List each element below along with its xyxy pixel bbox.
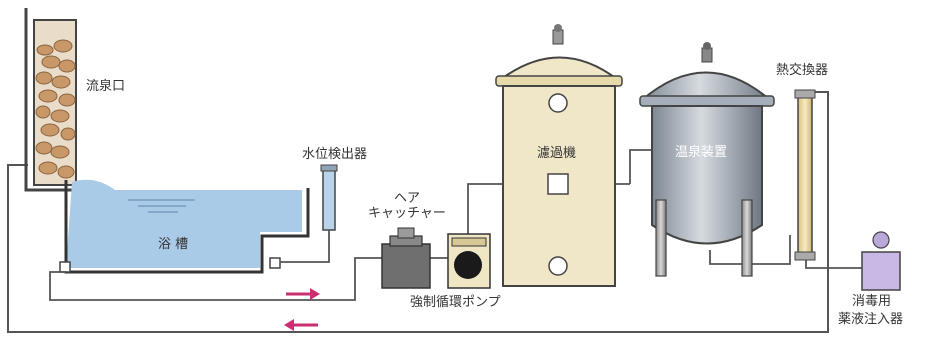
outlet-port (269, 257, 281, 269)
hair-catcher-label-line2: キャッチャー (368, 206, 446, 221)
hot-spring-device (639, 42, 775, 277)
heat-exchanger-label: 熱交換器 (776, 63, 829, 78)
bath-tank (59, 179, 310, 274)
filter-unit (495, 24, 623, 287)
spring-outlet (24, 8, 84, 192)
filter-label: 濾過機 (537, 146, 577, 161)
water-ripples (128, 199, 195, 213)
arrow-right-icon (286, 288, 320, 300)
disinfectant-label-line2: 薬液注入器 (838, 312, 904, 327)
hot-spring-device-label: 温泉装置 (675, 145, 728, 160)
arrow-left-icon (284, 319, 318, 331)
stones (35, 39, 76, 179)
disinfectant-label-line1: 消毒用 (852, 294, 892, 309)
bath-tank-label: 浴 槽 (158, 237, 189, 252)
heat-exchanger (794, 89, 816, 261)
pump-label: 強制循環ポンプ (410, 295, 501, 310)
return-pipe (7, 91, 829, 333)
water-level-detector (280, 164, 338, 263)
hair-catcher (381, 227, 431, 289)
water-level-detector-label: 水位検出器 (302, 147, 368, 162)
disinfectant-injector (861, 231, 901, 291)
drain-inlet (59, 261, 71, 273)
hair-catcher-label-line1: ヘア (394, 191, 421, 206)
spring-outlet-label: 流泉口 (86, 79, 126, 94)
circulation-pump (447, 233, 491, 289)
